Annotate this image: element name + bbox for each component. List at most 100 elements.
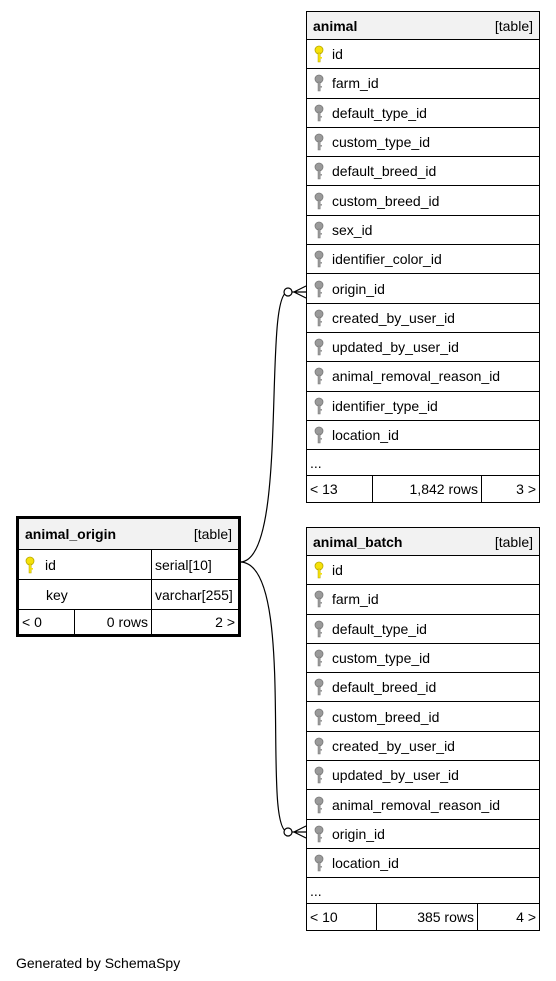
foreign-key-icon [314, 854, 328, 872]
column-name: created_by_user_id [332, 737, 455, 754]
table-name[interactable]: animal [313, 17, 358, 34]
table-type: [table] [494, 533, 533, 550]
column-row-origin-id[interactable]: origin_id [307, 274, 539, 304]
column-name: updated_by_user_id [332, 339, 459, 356]
column-row-animal-removal-reason-id[interactable]: animal_removal_reason_id [307, 790, 539, 820]
column-row-created-by-user-id[interactable]: created_by_user_id [307, 304, 539, 333]
relation-origin-to-animal-batch [239, 561, 289, 833]
column-name: origin_id [332, 825, 385, 842]
foreign-key-icon [314, 192, 328, 210]
column-name: default_breed_id [332, 163, 437, 180]
column-row-farm-id[interactable]: farm_id [307, 585, 539, 615]
table-header: animal [table] [307, 12, 539, 40]
column-name: id [332, 562, 343, 579]
column-name: default_type_id [332, 104, 427, 121]
table-footer: < 10 385 rows 4 > [307, 904, 539, 931]
column-row-default-breed-id[interactable]: default_breed_id [307, 673, 539, 703]
table-animal-batch[interactable]: animal_batch [table] id farm_id default_ty… [306, 527, 540, 932]
column-row-updated-by-user-id[interactable]: updated_by_user_id [307, 761, 539, 791]
column-row-default-type-id[interactable]: default_type_id [307, 615, 539, 644]
children-count[interactable]: 3 > [516, 481, 536, 498]
foreign-key-icon [314, 796, 328, 814]
column-name: animal_removal_reason_id [332, 796, 501, 813]
children-count[interactable]: 2 > [215, 614, 235, 630]
foreign-key-icon [314, 708, 328, 726]
column-row-identifier-type-id[interactable]: identifier_type_id [307, 392, 539, 421]
generated-by-footer: Generated by SchemaSpy [16, 955, 181, 971]
column-row-animal-removal-reason-id[interactable]: animal_removal_reason_id [307, 362, 539, 392]
column-name: default_type_id [332, 620, 427, 637]
foreign-key-icon [314, 649, 328, 667]
foreign-key-icon [314, 338, 328, 356]
column-row-identifier-color-id[interactable]: identifier_color_id [307, 245, 539, 275]
foreign-key-icon [314, 104, 328, 122]
column-row-sex-id[interactable]: sex_id [307, 216, 539, 246]
column-row-default-type-id[interactable]: default_type_id [307, 99, 539, 128]
column-name: location_id [332, 427, 399, 443]
column-row-default-breed-id[interactable]: default_breed_id [307, 157, 539, 187]
column-type: varchar[255] [155, 586, 233, 603]
column-row-id[interactable]: id serial[10] [19, 550, 238, 580]
crowfoot-marker [292, 285, 307, 299]
row-count: 1,842 rows [373, 476, 482, 503]
children-count[interactable]: 4 > [516, 909, 536, 926]
crowfoot-marker [292, 825, 307, 839]
column-name: id [332, 46, 343, 63]
primary-key-icon [314, 561, 328, 579]
column-row-id[interactable]: id [307, 556, 539, 586]
row-count: 385 rows [377, 904, 478, 931]
table-header: animal_origin [table] [19, 519, 238, 550]
column-row-farm-id[interactable]: farm_id [307, 69, 539, 99]
foreign-key-icon [314, 309, 328, 327]
column-row-location-id[interactable]: location_id [307, 421, 539, 451]
column-name: default_breed_id [332, 679, 437, 696]
foreign-key-icon [314, 221, 328, 239]
table-header: animal_batch [table] [307, 528, 539, 556]
zero-optional-marker [283, 827, 293, 837]
table-animal-origin[interactable]: animal_origin [table] id serial[10] key … [16, 516, 241, 637]
table-name[interactable]: animal_origin [25, 526, 117, 542]
foreign-key-icon [314, 678, 328, 696]
column-name: animal_removal_reason_id [332, 368, 501, 385]
column-row-custom-breed-id[interactable]: custom_breed_id [307, 186, 539, 216]
parents-count[interactable]: < 10 [307, 904, 377, 931]
column-name: custom_breed_id [332, 192, 440, 209]
primary-key-icon [314, 45, 328, 63]
column-name: created_by_user_id [332, 309, 455, 326]
foreign-key-icon [314, 766, 328, 784]
column-row-custom-type-id[interactable]: custom_type_id [307, 128, 539, 158]
table-footer: < 0 0 rows 2 > [19, 610, 238, 634]
column-row-origin-id[interactable]: origin_id [307, 820, 539, 849]
foreign-key-icon [314, 620, 328, 638]
table-name[interactable]: animal_batch [313, 533, 403, 550]
table-footer: < 13 1,842 rows 3 > [307, 476, 539, 503]
column-row-location-id[interactable]: location_id [307, 849, 539, 879]
table-type: [table] [193, 526, 232, 542]
column-row-created-by-user-id[interactable]: created_by_user_id [307, 732, 539, 762]
column-name: location_id [332, 855, 399, 872]
column-name: key [46, 586, 68, 603]
foreign-key-icon [314, 367, 328, 385]
column-row-custom-breed-id[interactable]: custom_breed_id [307, 702, 539, 732]
column-row-custom-type-id[interactable]: custom_type_id [307, 644, 539, 674]
column-name: sex_id [332, 221, 373, 238]
parents-count[interactable]: < 13 [307, 476, 373, 503]
row-count: 0 rows [75, 610, 152, 634]
column-row-updated-by-user-id[interactable]: updated_by_user_id [307, 333, 539, 363]
relation-origin-to-animal [239, 291, 289, 563]
column-name: identifier_color_id [332, 251, 442, 268]
column-name: custom_type_id [332, 650, 431, 667]
foreign-key-icon [314, 133, 328, 151]
primary-key-icon [25, 556, 39, 574]
parents-count[interactable]: < 0 [19, 610, 75, 634]
column-row-key[interactable]: key varchar[255] [19, 580, 238, 610]
column-name: id [45, 556, 56, 573]
zero-optional-marker [283, 287, 293, 297]
column-row-id[interactable]: id [307, 40, 539, 70]
foreign-key-icon [314, 825, 328, 843]
column-name: farm_id [332, 75, 379, 92]
